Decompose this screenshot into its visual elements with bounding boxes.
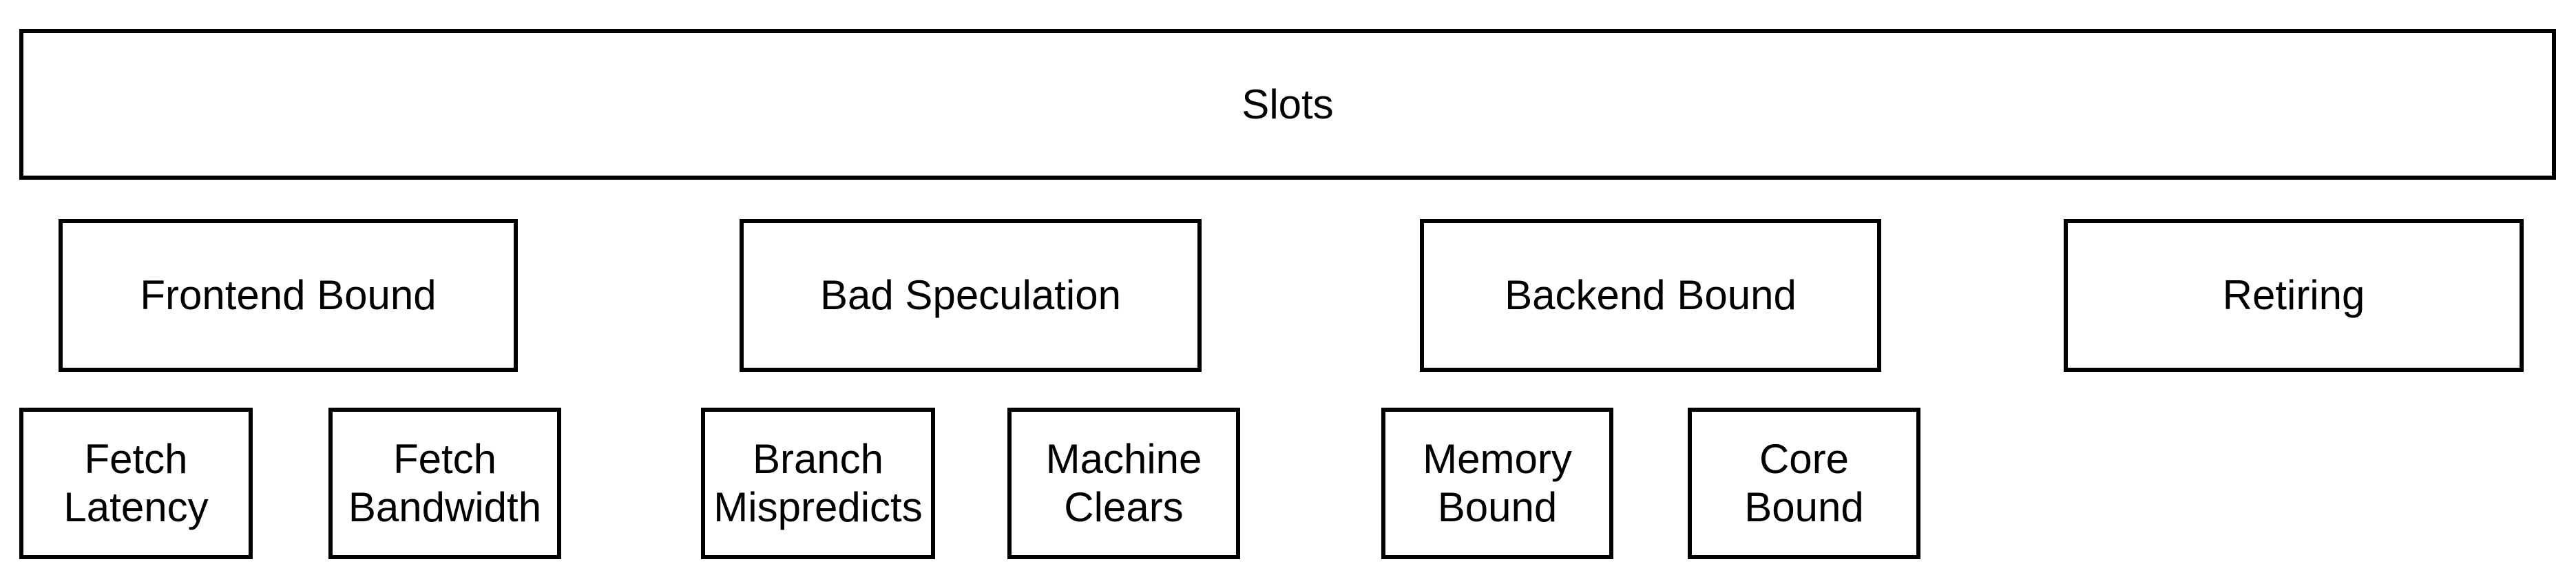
node-frontend-bound-label: Frontend Bound (140, 272, 437, 319)
node-slots-label: Slots (1242, 81, 1334, 127)
node-machine-clears: Machine Clears (1007, 408, 1240, 559)
node-fetch-latency-label: Fetch Latency (63, 436, 209, 530)
node-machine-clears-label: Machine Clears (1045, 436, 1202, 530)
node-retiring: Retiring (2064, 219, 2524, 372)
node-memory-bound-label: Memory Bound (1423, 436, 1572, 530)
node-bad-speculation-label: Bad Speculation (820, 272, 1121, 319)
node-branch-mispredicts: Branch Mispredicts (701, 408, 935, 559)
node-core-bound: Core Bound (1688, 408, 1920, 559)
node-core-bound-label: Core Bound (1744, 436, 1864, 530)
node-backend-bound: Backend Bound (1420, 219, 1881, 372)
node-bad-speculation: Bad Speculation (740, 219, 1202, 372)
node-frontend-bound: Frontend Bound (59, 219, 518, 372)
node-memory-bound: Memory Bound (1381, 408, 1613, 559)
node-fetch-bandwidth-label: Fetch Bandwidth (348, 436, 542, 530)
node-fetch-latency: Fetch Latency (19, 408, 253, 559)
node-retiring-label: Retiring (2222, 272, 2365, 319)
node-backend-bound-label: Backend Bound (1505, 272, 1797, 319)
node-slots: Slots (19, 29, 2556, 180)
node-fetch-bandwidth: Fetch Bandwidth (328, 408, 561, 559)
node-branch-mispredicts-label: Branch Mispredicts (713, 436, 923, 530)
